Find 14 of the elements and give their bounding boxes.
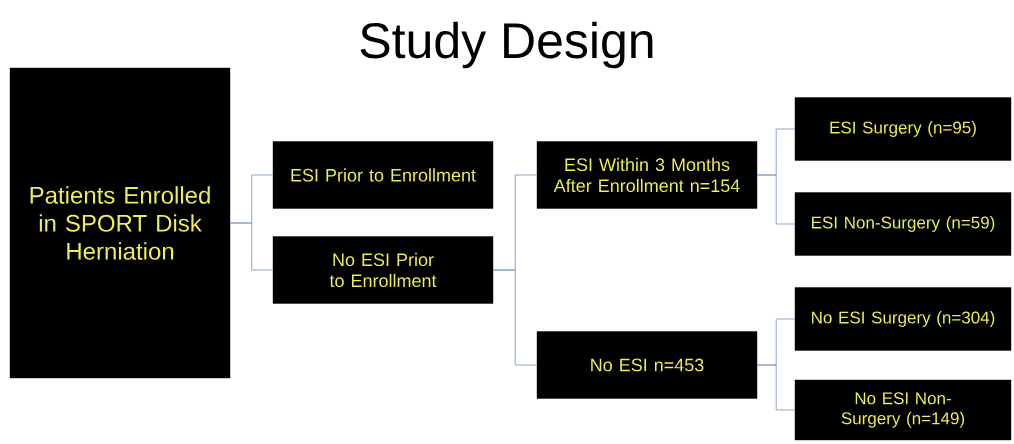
study-box: No ESI Surgery (n=304) [794,287,1012,351]
study-box: No ESI Prior to Enrollment [272,236,494,304]
study-box: ESI Surgery (n=95) [794,97,1012,161]
title: Study Design [360,21,653,69]
connector-line [756,174,796,225]
connector-line [229,222,274,271]
study-box: ESI Non-Surgery (n=59) [794,192,1012,256]
study-box: Patients Enrolled in SPORT Disk Herniation [9,67,231,379]
connector-line [492,269,538,366]
study-box: No ESI n=453 [536,331,758,399]
study-box: ESI Prior to Enrollment [272,141,494,209]
connector-line [756,364,796,411]
study-box: No ESI Non-Surgery (n=149) [794,379,1012,441]
study-box: ESI Within 3 Months After Enrollment n=154 [536,141,758,209]
